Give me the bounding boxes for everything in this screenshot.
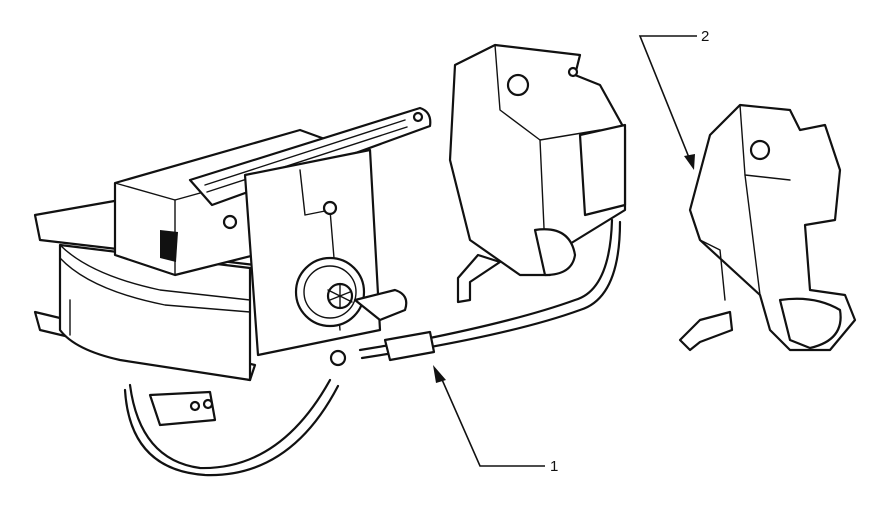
callout-1: 1 xyxy=(433,365,558,475)
callout-2-arrowhead xyxy=(684,154,695,170)
solenoid-assembly xyxy=(33,106,432,477)
callout-2: 2 xyxy=(638,28,709,170)
callout-2-leader xyxy=(638,35,697,161)
callout-1-arrowhead xyxy=(433,365,446,383)
switch-assembly-detached xyxy=(678,103,857,352)
switch-assembly-installed xyxy=(448,43,627,304)
callout-1-label: 1 xyxy=(550,458,558,475)
wire-harness xyxy=(358,218,622,362)
callout-1-leader xyxy=(439,374,545,467)
callout-2-label: 2 xyxy=(701,28,709,45)
